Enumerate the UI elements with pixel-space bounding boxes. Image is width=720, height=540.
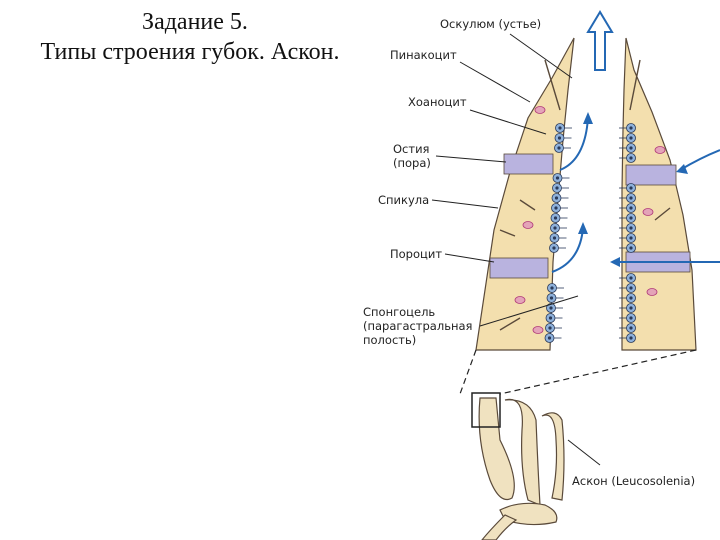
choanocyte-cell <box>552 173 570 183</box>
choanocyte-cell <box>619 183 636 193</box>
label-pinacocyte: Пинакоцит <box>390 48 457 62</box>
choanocyte-cell <box>551 203 568 213</box>
spicules <box>499 59 671 331</box>
choanocyte-cell <box>545 323 562 333</box>
choanocyte-cell <box>619 313 636 323</box>
amoebocyte-nucleus <box>646 288 658 296</box>
zoom-lines <box>459 349 697 395</box>
water-flow-arrow-icon <box>578 112 688 267</box>
label-spongocoel-2: (парагастральная <box>363 319 473 333</box>
amoebocyte-nucleus <box>654 146 666 154</box>
label-spongocoel-3: полость) <box>363 333 417 347</box>
choanocyte-cell <box>554 133 572 143</box>
choanocyte-cell <box>547 283 564 293</box>
label-spongocoel-1: Спонгоцель <box>363 305 436 319</box>
label-spicule: Спикула <box>378 193 430 207</box>
up-arrow-icon <box>586 10 614 71</box>
choanocyte-cell <box>619 333 636 343</box>
choanocyte-cell <box>552 183 569 193</box>
porocyte-left-lower <box>489 257 549 279</box>
label-choanocyte: Хоаноцит <box>408 95 467 109</box>
choanocyte-cell <box>619 303 636 313</box>
choanocyte-cell <box>619 223 636 233</box>
title-line-1: Задание 5. <box>142 9 248 35</box>
choanocyte-cell <box>546 293 564 303</box>
amoebocyte-nucleus <box>642 208 654 216</box>
choanocyte-cell <box>546 303 563 313</box>
label-osculum: Оскулюм (устье) <box>440 17 542 31</box>
choanocyte-cell <box>549 233 567 243</box>
amoebocyte-nuclei <box>514 106 666 334</box>
choanocyte-cell <box>551 193 569 203</box>
amoebocyte-nucleus <box>514 296 526 304</box>
choanocyte-cell <box>619 133 636 143</box>
choanocyte-cell <box>549 243 566 253</box>
choanocyte-cell <box>619 193 636 203</box>
choanocyte-cell <box>619 233 636 243</box>
choanocyte-cell <box>619 273 636 283</box>
choanocyte-cell <box>619 203 636 213</box>
leader-lines <box>431 33 601 466</box>
choanocyte-cell <box>619 293 636 303</box>
amoebocyte-nucleus <box>534 106 546 114</box>
choanocyte-cell <box>619 323 636 333</box>
choanocyte-cell <box>619 283 636 293</box>
amoebocyte-nucleus <box>532 326 544 334</box>
choanocyte-cell <box>554 143 571 153</box>
zoom-box <box>471 392 501 428</box>
choanocyte-cell <box>550 223 567 233</box>
label-ostia-2: (пора) <box>393 156 431 170</box>
porocyte-left-upper <box>503 153 554 175</box>
title-line-2: Типы строения губок. Аскон. <box>40 39 340 65</box>
choanocyte-cell <box>619 143 636 153</box>
label-porocyte: Пороцит <box>390 247 443 261</box>
ascon-colony <box>478 397 565 540</box>
choanocyte-cell <box>550 213 568 223</box>
choanocyte-cell <box>619 123 636 133</box>
amoebocyte-nucleus <box>522 221 534 229</box>
choanocyte-cell <box>545 313 563 323</box>
label-ascon: Аскон (Leucosolenia) <box>572 474 696 488</box>
choanocyte-layer <box>544 123 636 343</box>
choanocyte-cell <box>619 243 636 253</box>
choanocyte-cell <box>544 333 562 343</box>
porocyte-right-upper <box>625 164 677 186</box>
label-ostia-1: Остия <box>393 142 430 156</box>
choanocyte-cell <box>619 153 636 163</box>
choanocyte-cell <box>619 213 636 223</box>
choanocyte-cell <box>555 123 572 133</box>
